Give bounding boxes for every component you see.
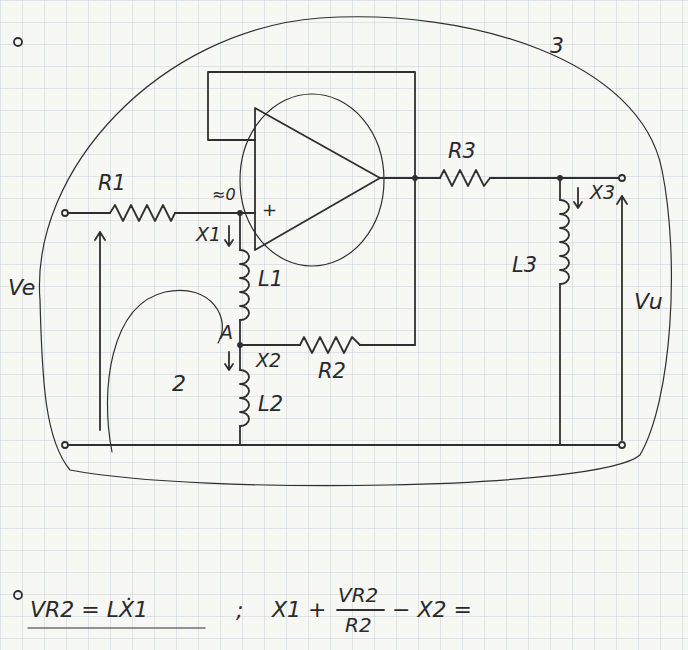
component-label: L2 [258,393,283,416]
loop-outline [240,94,384,266]
voltage-label: Ve [8,276,35,300]
fraction-bar [337,609,384,611]
wire [360,344,415,346]
pin-label: + [262,200,277,220]
junction [413,176,417,180]
resistor-symbol [110,205,175,221]
current-arrow [225,352,233,370]
underline [28,627,205,628]
inductor-symbol [240,250,249,320]
node-label: A [220,322,233,343]
wire [559,284,561,445]
inductor-symbol [240,370,249,426]
wire [380,177,440,179]
current-arrow [225,226,233,246]
current-arrow [574,188,582,208]
terminal [619,442,625,448]
margin-mark [14,591,22,599]
wire [208,72,415,345]
equation-text: VR2 [338,584,378,606]
wire [175,212,255,214]
resistor-symbol [300,337,360,353]
component-label: R3 [448,140,476,163]
inductor-symbol [560,200,569,284]
loop-number: 2 [172,372,186,396]
current-label: X2 [256,350,281,371]
wire [490,177,619,179]
loop-outline [107,290,222,452]
equation-text: − X2 = [392,598,472,622]
wire [240,344,300,346]
annotation: ≈0 [212,186,236,204]
voltage-label: Vu [634,290,663,314]
wire [239,426,241,445]
wire [559,178,561,200]
opamp-symbol [255,108,380,250]
component-label: R2 [318,360,346,383]
equation-text: X1 + [272,598,327,622]
voltage-arrow [617,196,627,440]
component-label: L3 [512,254,537,277]
equation-text: R2 [345,614,372,636]
equation-text: ; [236,598,243,622]
equation-text: VR2 = LẊ1 [30,598,148,622]
loop-number: 3 [550,34,564,58]
loop-outline [39,17,671,486]
component-label: R1 [98,172,126,195]
voltage-arrow [95,232,105,430]
wire [68,212,110,214]
wire [239,213,241,250]
wire [68,444,619,446]
current-label: X3 [590,182,615,203]
component-label: L1 [258,268,283,291]
resistor-symbol [440,170,490,186]
margin-mark [14,38,22,46]
current-label: X1 [196,224,221,245]
